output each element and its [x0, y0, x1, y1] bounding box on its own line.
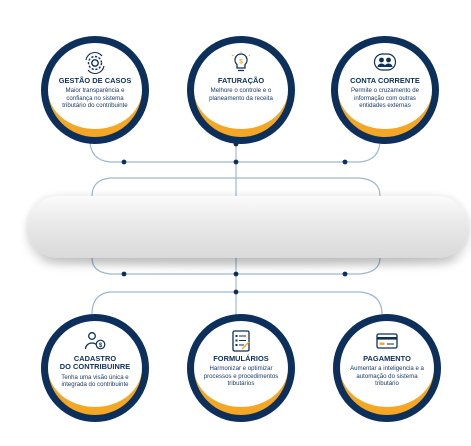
junction-dot	[121, 159, 127, 165]
node-description: Melhore o controle e o planeamento da re…	[209, 87, 273, 102]
node-title: CADASTRO DO CONTRIBUINRE	[59, 354, 131, 372]
junction-dot	[233, 271, 239, 277]
node-inner: GESTÃO DE CASOS Maior transparência e co…	[48, 43, 142, 137]
junction-dot	[233, 289, 239, 295]
junction-dot	[342, 159, 348, 165]
svg-text:$: $	[99, 343, 103, 349]
node-gestao-de-casos[interactable]: GESTÃO DE CASOS Maior transparência e co…	[41, 36, 149, 144]
users-group-icon	[373, 53, 397, 71]
lightbulb-dollar-icon: $	[231, 51, 251, 72]
node-title: FATURAÇÃO	[217, 76, 265, 85]
node-inner: FORMULÁRIOS Harmonizar e optimizar proce…	[194, 321, 288, 415]
central-band	[28, 196, 468, 258]
node-title: CONTA CORRENTE	[350, 76, 420, 85]
junction-dot	[233, 159, 239, 165]
node-faturacao[interactable]: $ FATURAÇÃO Melhore o controle e o plane…	[187, 36, 295, 144]
gear-cycle-icon	[85, 52, 105, 74]
node-description: Maior transparência e confiança no siste…	[62, 87, 128, 109]
connector-left-top	[89, 139, 124, 163]
node-inner: CONTA CORRENTE Permite o cruzamento de i…	[338, 43, 432, 137]
node-title: FORMULÁRIOS	[213, 354, 269, 363]
node-formularios[interactable]: FORMULÁRIOS Harmonizar e optimizar proce…	[187, 314, 295, 422]
node-inner: $ CADASTRO DO CONTRIBUINRE Tenha uma vis…	[48, 321, 142, 415]
node-conta-corrente[interactable]: CONTA CORRENTE Permite o cruzamento de i…	[331, 36, 439, 144]
junction-dot	[121, 271, 127, 277]
connector-right-top	[345, 139, 381, 163]
junction-dot	[342, 271, 348, 277]
node-inner: PAGAMENTO Aumentar a inteligencia e a au…	[340, 321, 434, 415]
person-dollar-icon: $	[84, 332, 106, 350]
card-payment-icon	[376, 333, 398, 349]
node-cadastro-contribuinte[interactable]: $ CADASTRO DO CONTRIBUINRE Tenha uma vis…	[41, 314, 149, 422]
svg-text:$: $	[239, 59, 243, 66]
node-inner: $ FATURAÇÃO Melhore o controle e o plane…	[194, 43, 288, 137]
node-description: Aumentar a inteligencia e a automação do…	[350, 365, 424, 387]
node-pagamento[interactable]: PAGAMENTO Aumentar a inteligencia e a au…	[333, 314, 441, 422]
node-description: Permite o cruzamento de informação com o…	[350, 87, 420, 109]
node-title: PAGAMENTO	[363, 354, 411, 363]
node-title: GESTÃO DE CASOS	[58, 76, 132, 85]
node-description: Tenha uma visão única e integrada do con…	[61, 373, 129, 389]
form-list-icon	[232, 330, 250, 352]
node-description: Harmonizar e optimizar processos e proce…	[203, 365, 279, 387]
